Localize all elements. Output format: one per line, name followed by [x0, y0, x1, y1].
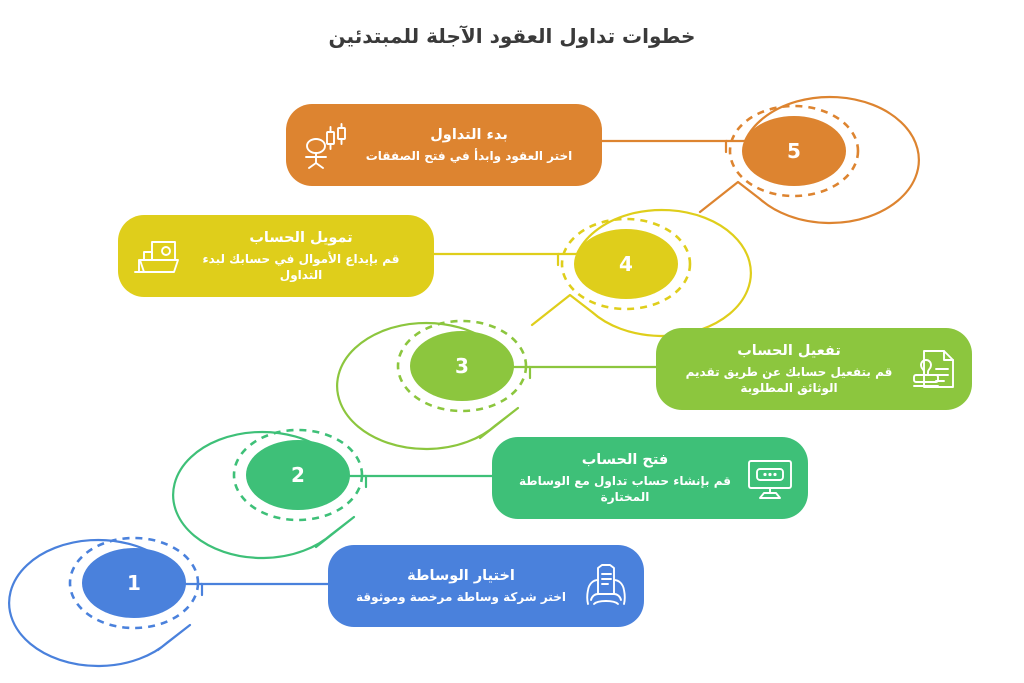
step-card-title: فتح الحساب — [581, 451, 669, 468]
step-number: 5 — [787, 139, 801, 163]
step-card-title: اختيار الوساطة — [407, 567, 515, 584]
step-marker-5[interactable]: 5 — [764, 136, 824, 166]
step-card-description: قم بإيداع الأموال في حسابك لبدء التداول — [202, 252, 400, 283]
step-number: 2 — [291, 463, 305, 487]
step-card-5[interactable]: بدء التداول اختر العقود وابدأ في فتح الص… — [286, 104, 602, 186]
step-card-title: تفعيل الحساب — [737, 342, 841, 359]
step-card-description: قم بإنشاء حساب تداول مع الوساطة المختارة — [518, 474, 732, 505]
step-card-title: تمويل الحساب — [249, 229, 353, 246]
trader-candlestick-icon — [296, 117, 352, 173]
step-card-2[interactable]: فتح الحساب قم بإنشاء حساب تداول مع الوسا… — [492, 437, 808, 519]
monitor-password-icon — [742, 450, 798, 506]
step-card-description: قم بتفعيل حسابك عن طريق تقديم الوثائق ال… — [685, 365, 893, 396]
step-number: 4 — [619, 252, 633, 276]
step-marker-1[interactable]: 1 — [104, 568, 164, 598]
step-card-description: اختر شركة وساطة مرخصة وموثوقة — [356, 590, 566, 605]
step-card-1[interactable]: اختيار الوساطة اختر شركة وساطة مرخصة ومو… — [328, 545, 644, 627]
step-card-3[interactable]: تفعيل الحساب قم بتفعيل حسابك عن طريق تقد… — [656, 328, 972, 410]
document-stamp-icon — [906, 341, 962, 397]
page-title: خطوات تداول العقود الآجلة للمبتدئين — [328, 24, 696, 48]
step-number: 1 — [127, 571, 141, 595]
step-card-4[interactable]: تمويل الحساب قم بإيداع الأموال في حسابك … — [118, 215, 434, 297]
step-card-title: بدء التداول — [430, 126, 508, 143]
hands-holding-document-icon — [578, 558, 634, 614]
step-marker-2[interactable]: 2 — [268, 460, 328, 490]
step-number: 3 — [455, 354, 469, 378]
step-card-description: اختر العقود وابدأ في فتح الصفقات — [365, 149, 573, 164]
marker-ring-1 — [8, 536, 204, 668]
marker-ring-2 — [172, 428, 368, 560]
wallet-money-icon — [128, 228, 184, 284]
marker-ring-3 — [336, 319, 532, 451]
step-marker-3[interactable]: 3 — [432, 351, 492, 381]
step-marker-4[interactable]: 4 — [596, 249, 656, 279]
